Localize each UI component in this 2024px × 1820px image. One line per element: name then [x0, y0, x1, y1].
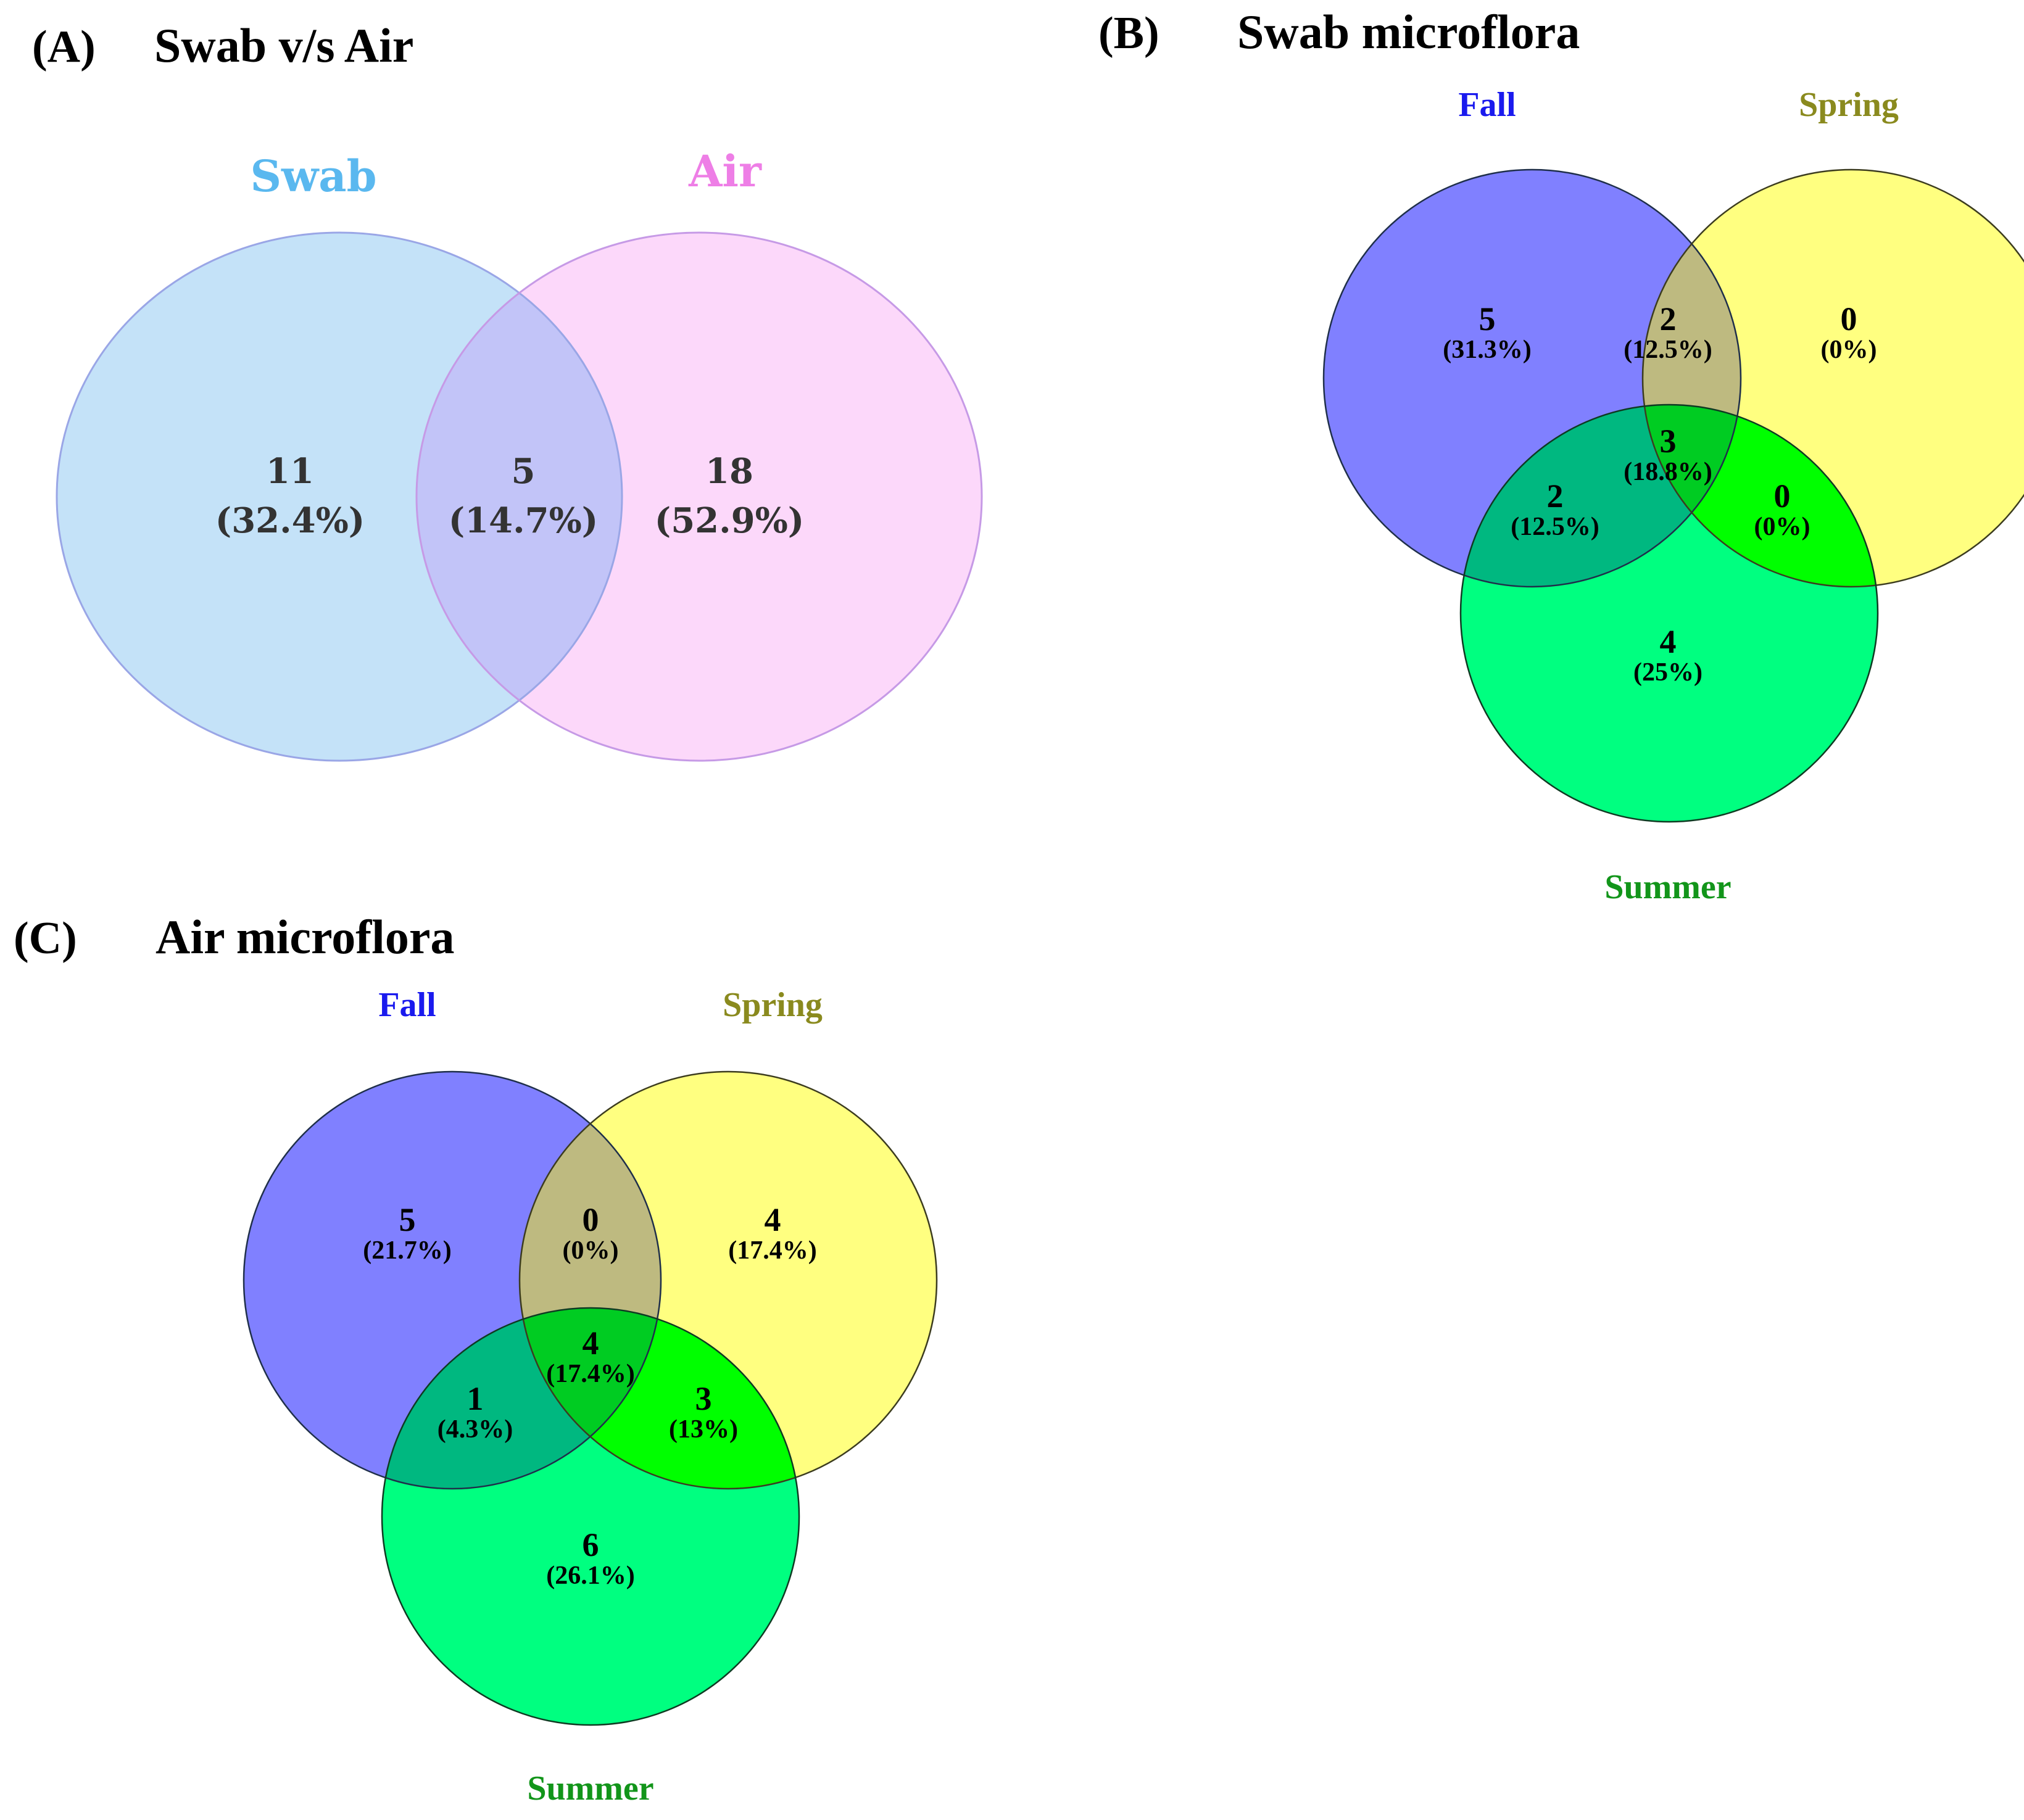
count-spring-only-b: 0 [1841, 300, 1857, 337]
panel-a-title: Swab v/s Air [154, 19, 413, 72]
overlap-spring-summer-c [520, 1308, 799, 1489]
circle-summer-c-outline [381, 1307, 800, 1726]
set-label-spring-c: Spring [723, 986, 823, 1024]
pct-spring-only-b: (0%) [1821, 336, 1877, 364]
pct-swab-air: (14.7%) [449, 500, 599, 541]
set-label-spring-b: Spring [1799, 86, 1899, 124]
count-spring-summer-b: 0 [1774, 478, 1791, 515]
pct-spring-summer-c: (13%) [669, 1415, 738, 1444]
count-fall-only-c: 5 [399, 1201, 416, 1238]
circle-fall-b-outline [1322, 168, 1742, 588]
count-fall-summer-c: 1 [467, 1380, 484, 1417]
panel-c-title: Air microflora [156, 910, 454, 964]
pct-swab-only: (32.4%) [215, 500, 365, 541]
pct-air-only: (52.9%) [655, 500, 805, 541]
pct-all-three-b: (18.8%) [1624, 458, 1712, 486]
panel-a: (A) Swab v/s Air Swab Air 11 (32.4%) 5 (… [32, 19, 983, 762]
panel-b: (B) Swab microflora Fall Spring Summer 5… [1098, 5, 2024, 906]
count-all-three-b: 3 [1660, 423, 1677, 460]
pct-fall-only-c: (21.7%) [363, 1236, 451, 1265]
set-label-air: Air [688, 146, 762, 197]
panel-c: (C) Air microflora Fall Spring Summer 5 … [14, 910, 938, 1808]
pct-all-three-c: (17.4%) [546, 1360, 634, 1388]
count-fall-spring-c: 0 [583, 1201, 599, 1238]
set-label-fall-b: Fall [1458, 86, 1516, 124]
count-all-three-c: 4 [583, 1325, 599, 1362]
pct-fall-spring-c: (0%) [563, 1236, 619, 1265]
pct-fall-spring-b: (12.5%) [1624, 336, 1712, 364]
count-fall-summer-b: 2 [1547, 478, 1564, 515]
count-air-only: 18 [705, 451, 753, 492]
circle-swab-outline [56, 231, 623, 762]
panel-a-letter: (A) [32, 22, 96, 72]
circle-spring-c-outline [518, 1070, 938, 1490]
set-label-summer-b: Summer [1604, 868, 1731, 906]
count-spring-summer-c: 3 [695, 1380, 712, 1417]
overlap-spring-summer-b [1643, 405, 1878, 587]
circle-spring-b-outline [1641, 168, 2024, 588]
panel-b-letter: (B) [1098, 8, 1159, 59]
pct-fall-only-b: (31.3%) [1443, 336, 1531, 364]
count-swab-air: 5 [512, 451, 536, 492]
overlap-fall-summer-c [382, 1308, 661, 1489]
circle-air-outline [415, 231, 983, 762]
panel-b-title: Swab microflora [1237, 5, 1580, 59]
pct-fall-summer-c: (4.3%) [438, 1415, 513, 1444]
set-label-swab: Swab [250, 151, 376, 202]
count-fall-only-b: 5 [1479, 300, 1496, 337]
pct-spring-summer-b: (0%) [1754, 513, 1810, 541]
circle-summer-b-outline [1459, 403, 1879, 823]
overlap-swab-air [417, 233, 622, 761]
pct-summer-only-b: (25%) [1633, 658, 1703, 687]
count-swab-only: 11 [266, 451, 314, 492]
set-label-summer-c: Summer [527, 1769, 653, 1808]
overlap-fall-summer-b [1461, 405, 1741, 587]
count-summer-only-b: 4 [1660, 623, 1677, 660]
pct-spring-only-c: (17.4%) [728, 1236, 816, 1265]
count-summer-only-c: 6 [583, 1526, 599, 1563]
count-fall-spring-b: 2 [1660, 300, 1677, 337]
set-label-fall-c: Fall [378, 986, 436, 1024]
pct-summer-only-c: (26.1%) [546, 1561, 634, 1590]
circle-fall-c-outline [243, 1070, 662, 1490]
pct-fall-summer-b: (12.5%) [1511, 513, 1599, 541]
count-spring-only-c: 4 [765, 1201, 781, 1238]
panel-c-letter: (C) [14, 913, 77, 964]
